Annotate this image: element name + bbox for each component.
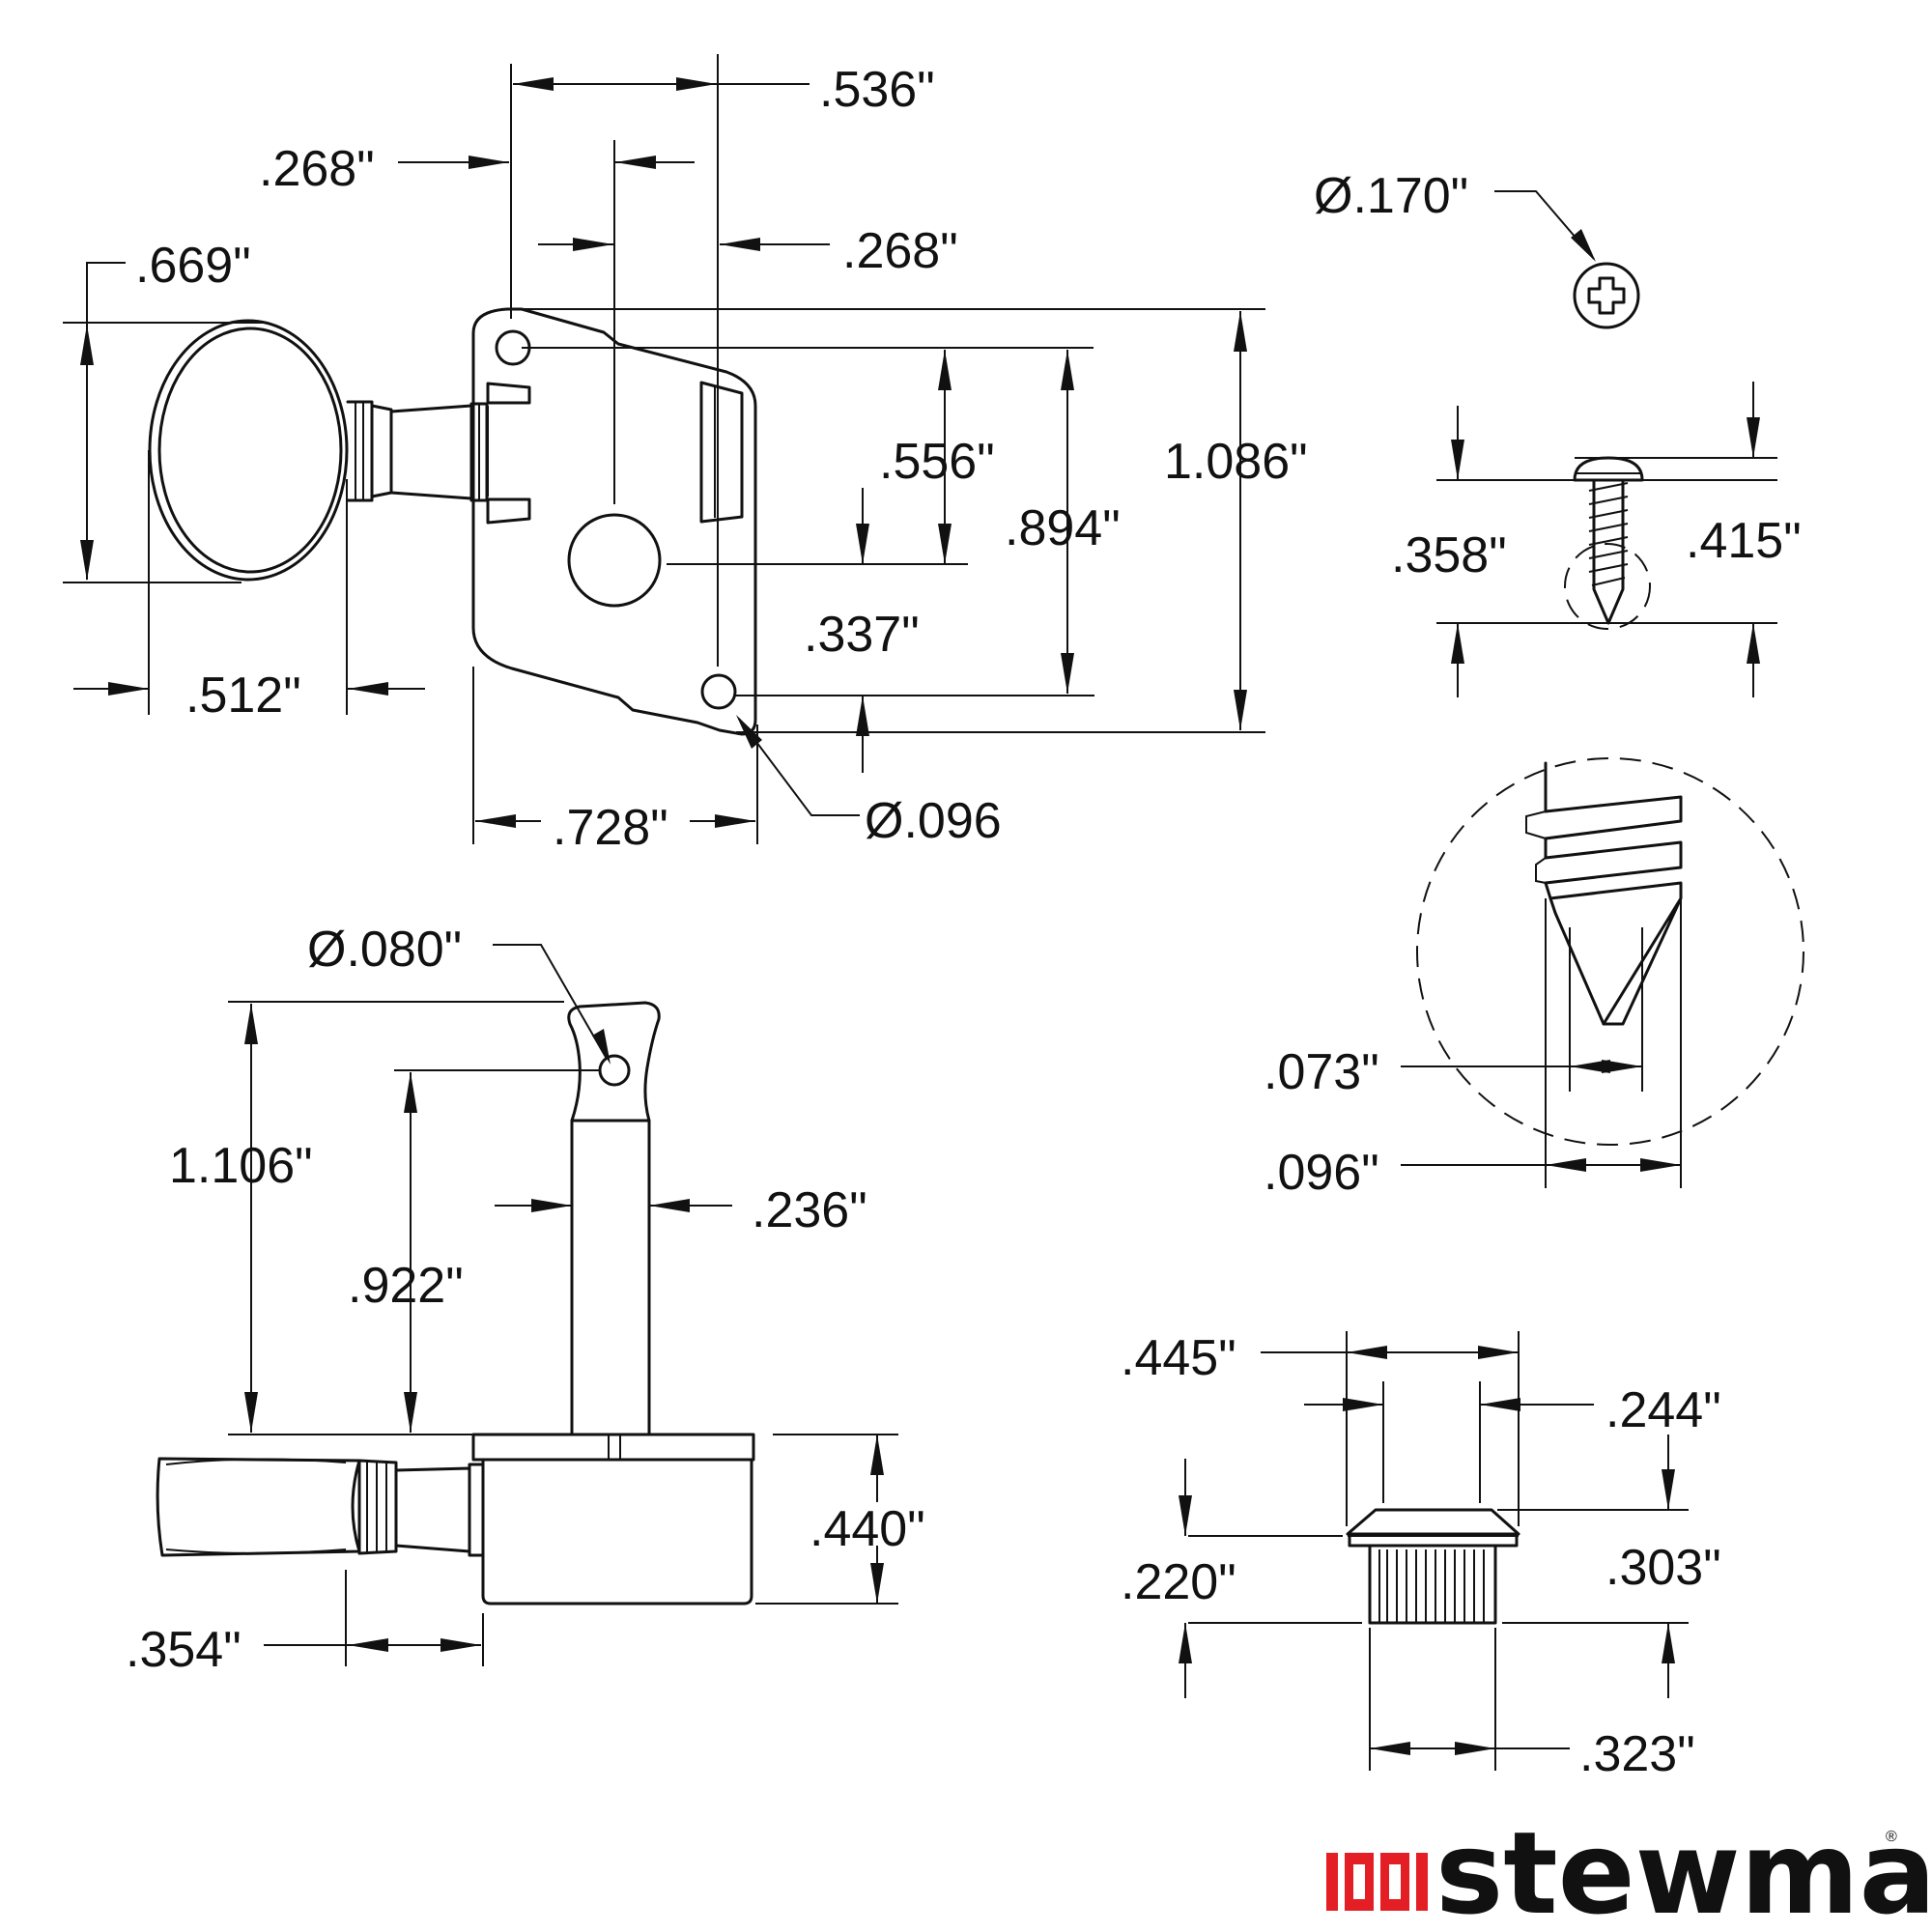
- stewmac-wordmark: stewmac: [1435, 1806, 1932, 1932]
- gear-housing-side: [481, 1458, 753, 1605]
- tuner-button-side: [156, 1457, 361, 1557]
- dim-268-upper: .268": [259, 141, 375, 197]
- tuner-housing-plate: [471, 307, 757, 736]
- dim-303: .303": [1605, 1540, 1721, 1596]
- screw-tip-detail: [1416, 757, 1804, 1146]
- dim-415: .415": [1686, 513, 1802, 569]
- dim-244: .244": [1605, 1382, 1721, 1438]
- dim-220: .220": [1121, 1554, 1236, 1610]
- dim-1106: 1.106": [169, 1138, 313, 1194]
- bushing-knurled-body: [1368, 1544, 1497, 1625]
- string-hole: [598, 1054, 631, 1087]
- dim-894: .894": [1005, 500, 1121, 556]
- bushing-flange: [1346, 1508, 1520, 1536]
- registered-mark: ®: [1886, 1829, 1897, 1845]
- dim-323: .323": [1579, 1726, 1695, 1782]
- dim-556: .556": [879, 434, 995, 490]
- dim-hole-dia-096: Ø.096: [865, 793, 1002, 849]
- dim-1086: 1.086": [1164, 434, 1308, 490]
- dim-440: .440": [810, 1501, 925, 1557]
- dim-096: .096": [1264, 1145, 1379, 1201]
- string-post-circle: [567, 513, 662, 608]
- dim-922: .922": [348, 1258, 464, 1314]
- tuner-button-oval: [148, 319, 349, 582]
- dim-512: .512": [185, 668, 301, 724]
- string-post-head: [567, 1001, 661, 1122]
- screw-head-side: [1573, 456, 1644, 482]
- dim-screw-head-dia-170: Ø.170": [1314, 168, 1468, 224]
- dim-268-right: .268": [842, 223, 958, 279]
- tuner-back-view: [63, 54, 1265, 844]
- press-fit-bushing: [1179, 1331, 1689, 1771]
- dim-354: .354": [126, 1622, 242, 1678]
- dim-669: .669": [135, 238, 251, 294]
- dim-536: .536": [819, 62, 935, 118]
- mounting-hole-bottom: [700, 673, 737, 710]
- tuner-side-view: [156, 944, 898, 1666]
- screw-head-top-view: [1573, 262, 1640, 329]
- dim-728: .728": [553, 800, 668, 856]
- dim-445: .445": [1121, 1330, 1236, 1386]
- stewmac-logo-mark: [1326, 1853, 1428, 1911]
- dim-358: .358": [1391, 527, 1507, 583]
- mounting-screw: [1401, 190, 1804, 1188]
- dim-073: .073": [1264, 1044, 1379, 1100]
- dim-string-hole-dia-080: Ø.080": [307, 922, 462, 978]
- dim-337: .337": [804, 607, 920, 663]
- dim-236: .236": [752, 1182, 867, 1238]
- stewmac-logo: stewmac ®: [1326, 1806, 1932, 1932]
